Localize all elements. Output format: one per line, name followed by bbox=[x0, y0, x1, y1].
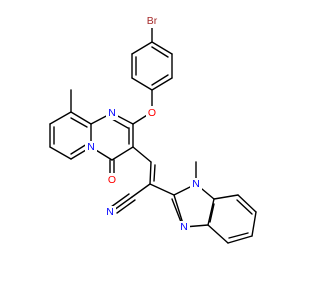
bond bbox=[228, 232, 249, 239]
bond bbox=[131, 77, 153, 91]
bond bbox=[70, 143, 88, 155]
atom-n-imidazole: N bbox=[178, 221, 190, 234]
atom-n-nitrile-label: N bbox=[106, 206, 114, 218]
bond bbox=[116, 199, 136, 214]
atom-n-pyrimidine: N bbox=[106, 107, 118, 120]
bond bbox=[111, 146, 134, 161]
atom-br: Br bbox=[142, 15, 162, 28]
atom-o-ether: O bbox=[146, 106, 158, 119]
bond bbox=[132, 146, 152, 163]
bond bbox=[49, 111, 72, 125]
bond bbox=[213, 194, 239, 200]
bond bbox=[113, 196, 133, 211]
bond bbox=[110, 193, 130, 208]
bond bbox=[111, 118, 129, 129]
bond bbox=[153, 164, 156, 182]
bond bbox=[70, 117, 88, 128]
bond bbox=[251, 211, 257, 237]
atom-o-carbonyl: O bbox=[106, 173, 118, 186]
bond bbox=[207, 198, 215, 226]
atom-n-bridgehead-label: N bbox=[87, 141, 95, 153]
bond bbox=[236, 199, 253, 215]
bond-layer bbox=[49, 23, 257, 244]
bond bbox=[207, 224, 229, 244]
bond bbox=[151, 74, 169, 86]
bond bbox=[151, 77, 173, 91]
bond bbox=[149, 161, 152, 185]
atom-o-ether-label: O bbox=[148, 107, 156, 119]
atom-br-label: Br bbox=[147, 15, 158, 27]
atom-o-carbonyl-label: O bbox=[108, 174, 116, 186]
bond bbox=[151, 46, 169, 58]
bond bbox=[209, 203, 215, 223]
atom-n-imidazole-methyl-label: N bbox=[192, 178, 200, 190]
molecule-structure-diagram: Br O N N O N N N bbox=[49, 15, 257, 244]
atom-n-imidazole-methyl: N bbox=[190, 178, 202, 191]
atom-n-pyrimidine-label: N bbox=[108, 107, 116, 119]
atom-n-bridgehead: N bbox=[85, 141, 97, 154]
atom-n-imidazole-label: N bbox=[180, 221, 188, 233]
bond bbox=[149, 183, 175, 196]
bond bbox=[131, 183, 151, 198]
bond bbox=[151, 41, 173, 55]
bond bbox=[49, 146, 72, 160]
atom-label-layer: Br O N N O N N N bbox=[85, 15, 202, 234]
bond bbox=[171, 198, 182, 223]
bond bbox=[227, 235, 253, 244]
bond bbox=[70, 111, 92, 125]
bond bbox=[237, 194, 257, 213]
atom-n-nitrile: N bbox=[104, 206, 116, 219]
bond bbox=[131, 41, 153, 55]
